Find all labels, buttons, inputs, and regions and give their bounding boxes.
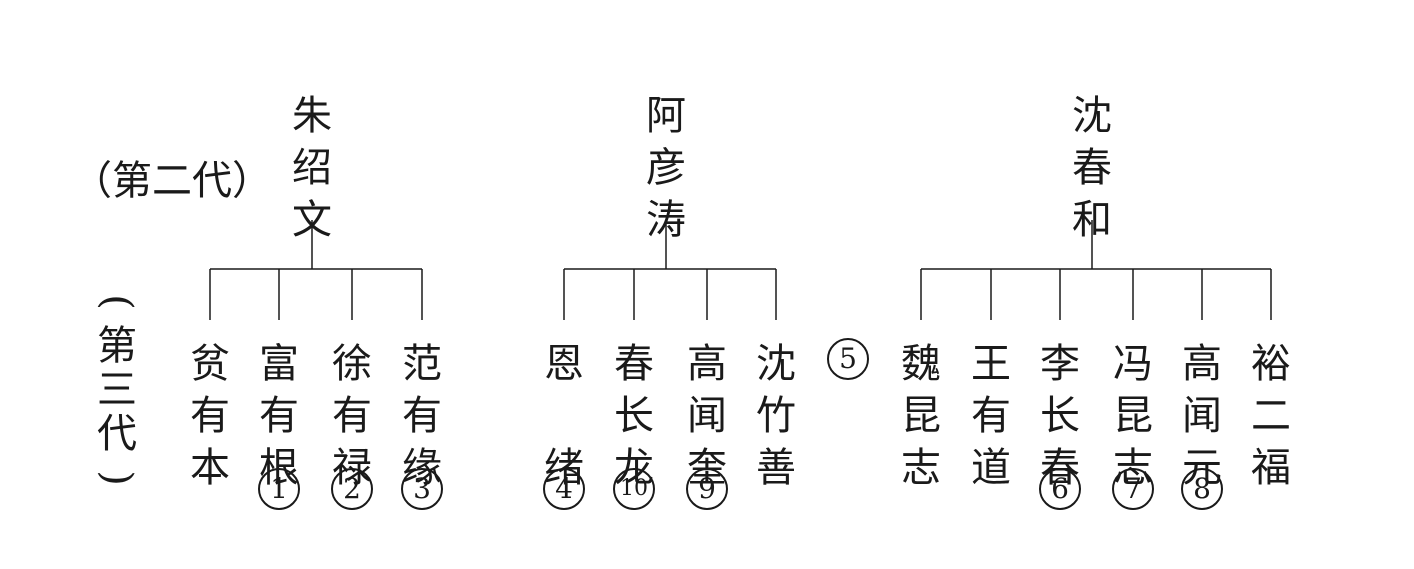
generation-3-char-1: 第 [97, 323, 137, 369]
generation-3-char-2: 三 [97, 367, 137, 413]
number-badge: 4 [543, 468, 585, 510]
parent-zhu-shaowen: 朱 绍 文 [292, 93, 332, 243]
child-name: 魏 昆 志 [901, 341, 941, 491]
number-badge: 1 [258, 468, 300, 510]
generation-2-label: （第二代） [72, 158, 272, 204]
number-badge: 9 [686, 468, 728, 510]
number-badge: 10 [613, 468, 655, 510]
child-name: 贫 有 本 [190, 341, 230, 491]
generation-3-label: ( 第 三 代 ) [92, 280, 142, 500]
parent-a-yantao: 阿 彦 涛 [646, 93, 686, 243]
child-name: 沈 竹 善 [756, 341, 796, 491]
generation-3-open-paren: ( [94, 294, 140, 310]
number-badge: 8 [1181, 468, 1223, 510]
number-badge: 3 [401, 468, 443, 510]
child-name: 裕 二 福 [1251, 341, 1291, 491]
number-badge: 6 [1039, 468, 1081, 510]
generation-3-char-3: 代 [97, 411, 137, 457]
number-badge: 2 [331, 468, 373, 510]
number-badge: 7 [1112, 468, 1154, 510]
standalone-number-badge: 5 [827, 338, 869, 380]
generation-3-close-paren: ) [94, 470, 140, 486]
child-name: 王 有 道 [971, 341, 1011, 491]
parent-shen-chunhe: 沈 春 和 [1072, 93, 1112, 243]
